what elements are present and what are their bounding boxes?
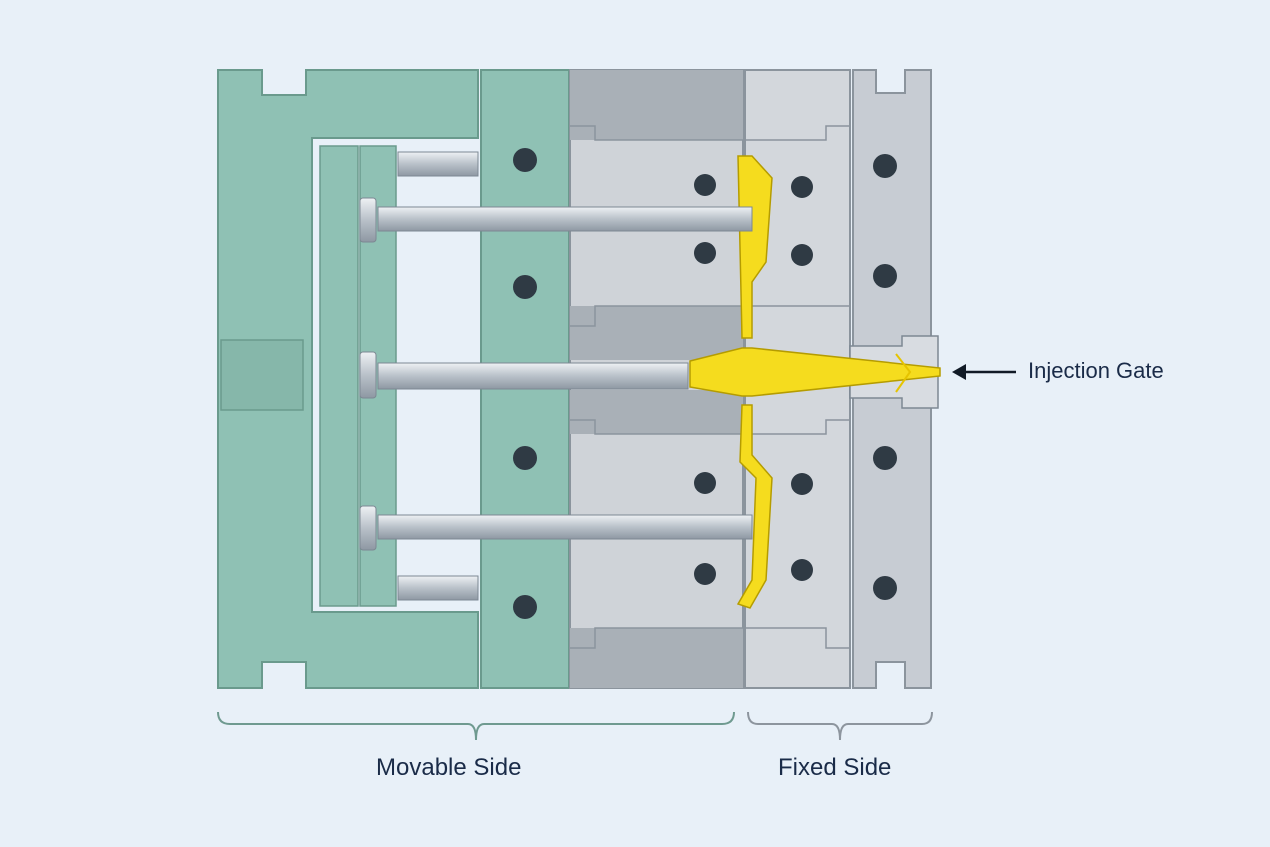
ejector-pin-top-head	[359, 197, 377, 243]
core-plate-band-mid-upper	[570, 306, 743, 360]
return-pin-bottom	[397, 575, 479, 601]
bolt-hole-core-2	[694, 242, 716, 264]
core-plate-step-lines	[570, 125, 743, 649]
bolt-hole-fixed-3	[873, 446, 897, 470]
clamp-plate-center-pad	[220, 339, 304, 411]
sprue-runner-plastic	[689, 347, 941, 397]
ejector-pin-middle-head	[359, 351, 377, 399]
sprue-tip-highlight	[895, 353, 912, 393]
ejector-pin-top	[377, 206, 753, 232]
fixed-side-label: Fixed Side	[778, 754, 892, 781]
movable-side-bracket	[217, 711, 735, 741]
bolt-hole-fixed-4	[873, 576, 897, 600]
bolt-hole-cavity-2	[791, 244, 813, 266]
bolt-hole-core-1	[694, 174, 716, 196]
bolt-hole-cavity-1	[791, 176, 813, 198]
bolt-hole-support-1	[513, 148, 537, 172]
injection-gate-arrow-icon	[952, 364, 966, 380]
injection-gate-label: Injection Gate	[1028, 358, 1164, 383]
molded-part-plastic	[736, 155, 773, 609]
ejector-pin-middle	[377, 362, 689, 390]
bolt-hole-support-3	[513, 446, 537, 470]
bolt-hole-cavity-4	[791, 559, 813, 581]
ejector-retainer-plate	[319, 145, 359, 607]
fixed-side-bracket	[747, 711, 933, 741]
movable-side-label: Movable Side	[376, 754, 522, 781]
movable-clamp-plate	[217, 69, 479, 689]
bolt-hole-support-4	[513, 595, 537, 619]
bolt-hole-core-4	[694, 563, 716, 585]
cavity-plate-step-lines	[745, 125, 850, 649]
ejector-pin-bottom	[377, 514, 753, 540]
bolt-hole-fixed-1	[873, 154, 897, 178]
bolt-hole-core-3	[694, 472, 716, 494]
core-plate-band-bottom	[570, 628, 743, 688]
core-plate-band-mid-lower	[570, 390, 743, 434]
ejector-pin-bottom-head	[359, 505, 377, 551]
return-pin-top	[397, 151, 479, 177]
core-plate-band-top	[570, 70, 743, 140]
bolt-hole-cavity-3	[791, 473, 813, 495]
bolt-hole-fixed-2	[873, 264, 897, 288]
bolt-hole-support-2	[513, 275, 537, 299]
